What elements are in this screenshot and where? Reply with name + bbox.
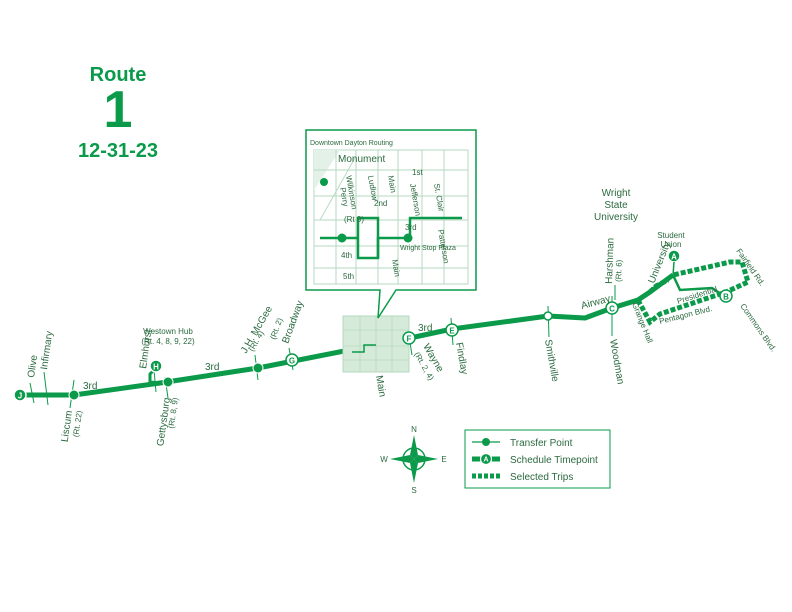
legend-selected: Selected Trips — [510, 472, 573, 483]
svg-text:C: C — [609, 305, 615, 314]
label-harshman-rt: (Rt. 6) — [614, 259, 624, 282]
downtown-inset: Downtown Dayton Routing Monument 1st 2nd… — [305, 129, 477, 319]
wsu-line-1: Wright — [602, 188, 631, 199]
inset-2nd: 2nd — [374, 199, 387, 208]
label-smithville: Smithville — [542, 339, 560, 383]
inset-perry: Perry — [338, 187, 350, 207]
svg-text:J: J — [18, 392, 22, 401]
inset-5th: 5th — [343, 272, 354, 281]
legend-transfer: Transfer Point — [510, 438, 573, 449]
label-findlay: Findlay — [453, 342, 469, 376]
wsu-line-3: University — [594, 212, 638, 223]
street-labels: Olive Infirmary 3rd Liscum (Rt. 22) Elmh… — [26, 238, 778, 447]
westown-hub-label: Westown Hub — [143, 327, 193, 336]
inset-title: Downtown Dayton Routing — [310, 140, 393, 147]
compass-rose: N S W E — [380, 425, 446, 495]
label-third-east: 3rd — [418, 323, 432, 334]
westown-hub-routes: (Rt. 4, 8, 9, 22) — [141, 337, 195, 346]
timepoint-f: F — [402, 331, 416, 345]
inset-ludlow: Ludlow — [366, 175, 379, 202]
legend-timepoint: Schedule Timepoint — [510, 455, 598, 466]
label-broadway: Broadway — [280, 299, 306, 345]
inset-1st: 1st — [412, 168, 423, 177]
timepoint-e: E — [445, 323, 459, 337]
svg-text:F: F — [407, 335, 412, 344]
timepoint-h: H — [149, 359, 163, 373]
inset-rt9: (Rt 9) — [344, 215, 364, 224]
label-third-west: 3rd — [83, 381, 97, 392]
route-line — [20, 272, 675, 398]
student-union-line-2: Union — [661, 240, 682, 249]
route-number: 1 — [103, 81, 133, 139]
label-fairfield: Fairfield Rd. — [734, 247, 766, 287]
place-labels: Westown Hub (Rt. 4, 8, 9, 22) Wright Sta… — [141, 188, 685, 346]
selected-trips-loop — [635, 259, 752, 326]
svg-text:G: G — [289, 357, 295, 366]
inset-wright-stop: Wright Stop Plaza — [400, 245, 456, 252]
label-harshman: Harshman — [604, 238, 617, 284]
svg-text:E: E — [441, 455, 446, 464]
svg-text:A: A — [483, 457, 488, 464]
svg-text:B: B — [723, 293, 729, 302]
legend: Transfer Point A Schedule Timepoint Sele… — [464, 429, 611, 489]
label-liscum-rt: (Rt. 22) — [71, 410, 84, 438]
svg-text:H: H — [153, 363, 159, 372]
timepoint-c: C — [605, 301, 619, 315]
downtown-grid — [343, 316, 409, 372]
inset-3rd: 3rd — [405, 223, 417, 232]
inset-4th: 4th — [341, 251, 352, 260]
route-title: Route — [89, 64, 147, 86]
student-union-line-1: Student — [657, 231, 685, 240]
svg-text:E: E — [449, 327, 455, 336]
transfer-points — [68, 362, 264, 401]
inset-main: Main — [386, 175, 398, 194]
effective-date: 12-31-23 — [77, 140, 159, 162]
inset-main-2: Main — [390, 259, 402, 278]
svg-text:S: S — [411, 486, 416, 495]
label-olive: Olive — [26, 354, 40, 379]
label-main: Main — [373, 375, 388, 398]
label-woodman: Woodman — [607, 339, 626, 386]
wsu-line-2: State — [604, 200, 628, 211]
timepoint-j: J — [13, 388, 27, 402]
timepoints: J H G F E C A B — [13, 249, 733, 402]
label-commons: Commons Blvd. — [738, 302, 778, 353]
svg-text:A: A — [671, 253, 677, 262]
timepoint-g: G — [285, 353, 299, 367]
smithville-point — [543, 311, 553, 321]
label-liscum: Liscum — [60, 410, 75, 443]
label-infirmary: Infirmary — [39, 330, 55, 370]
svg-text:N: N — [411, 425, 417, 434]
label-elmhurst: Elmhurst — [138, 329, 154, 370]
label-gettysburg-rt: (Rt. 8, 9) — [167, 397, 180, 429]
inset-monument: Monument — [338, 154, 385, 165]
label-third-mid: 3rd — [205, 362, 219, 373]
timepoint-b: B — [719, 289, 733, 303]
svg-text:W: W — [380, 455, 388, 464]
